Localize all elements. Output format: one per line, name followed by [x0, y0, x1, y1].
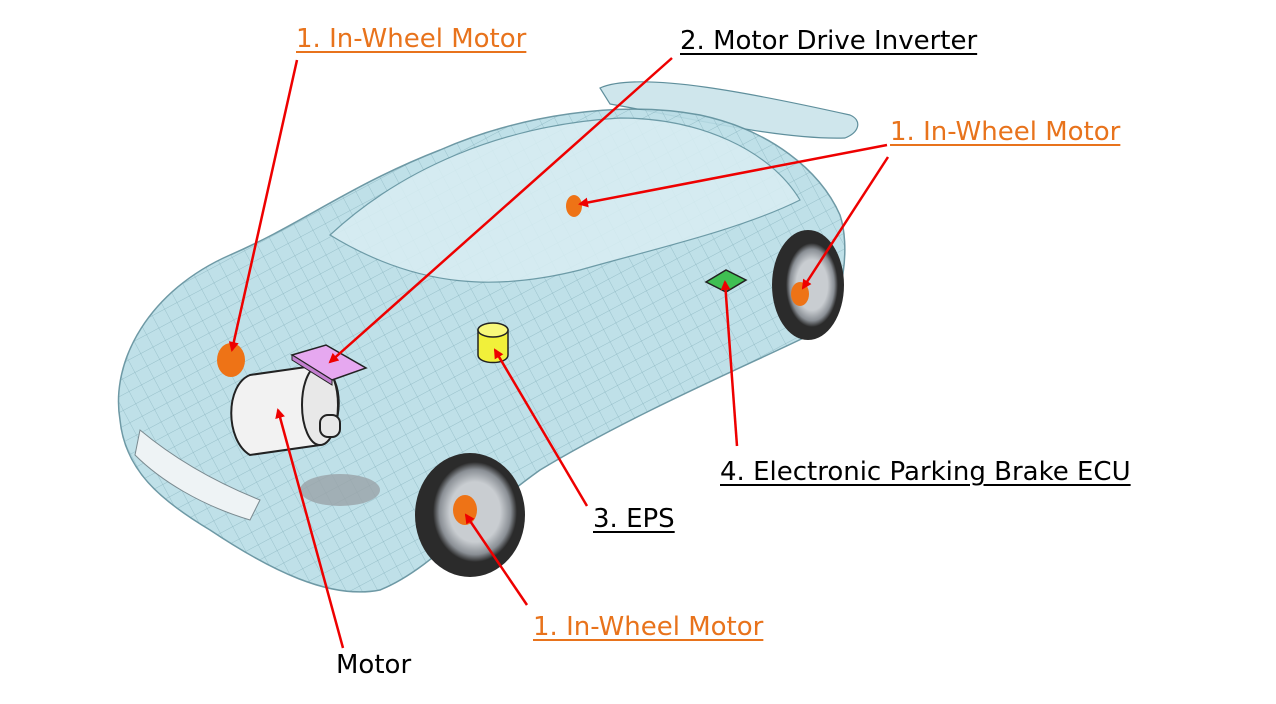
- label-in-wheel-motor-front-left: 1. In-Wheel Motor: [296, 24, 527, 54]
- arrow-in-wheel-motor-rear-right: [801, 156, 890, 290]
- car-headlight: [300, 474, 380, 506]
- arrow-in-wheel-motor-front-right: [464, 513, 529, 606]
- in-wheel-motor-front-left-marker: [217, 343, 245, 377]
- in-wheel-motor-rear-left-marker: [566, 195, 582, 217]
- arrow-motor: [275, 408, 345, 649]
- arrow-in-wheel-motor-front-left: [228, 59, 299, 352]
- label-motor-drive-inverter: 2. Motor Drive Inverter: [680, 26, 978, 56]
- eps-cylinder: [477, 322, 509, 364]
- label-electronic-parking-brake-ecu: 4. Electronic Parking Brake ECU: [720, 457, 1131, 487]
- label-motor: Motor: [336, 650, 412, 680]
- callout-arrows: [228, 57, 890, 649]
- arrow-motor-drive-inverter: [328, 57, 673, 364]
- label-eps: 3. EPS: [593, 504, 675, 534]
- in-wheel-motor-front-right-marker: [453, 495, 477, 525]
- label-in-wheel-motor-front-right: 1. In-Wheel Motor: [533, 612, 764, 642]
- arrow-brake-ecu: [720, 280, 739, 447]
- motor-component: [230, 363, 341, 457]
- in-wheel-motor-rear-right-marker: [791, 282, 809, 306]
- arrow-eps: [493, 348, 589, 507]
- car-grille: [134, 429, 261, 521]
- arrow-in-wheel-motor-rear: [578, 143, 888, 208]
- car-cabin: [329, 117, 801, 283]
- label-in-wheel-motor-rear-right: 1. In-Wheel Motor: [890, 117, 1121, 147]
- rear-right-wheel: [772, 230, 844, 340]
